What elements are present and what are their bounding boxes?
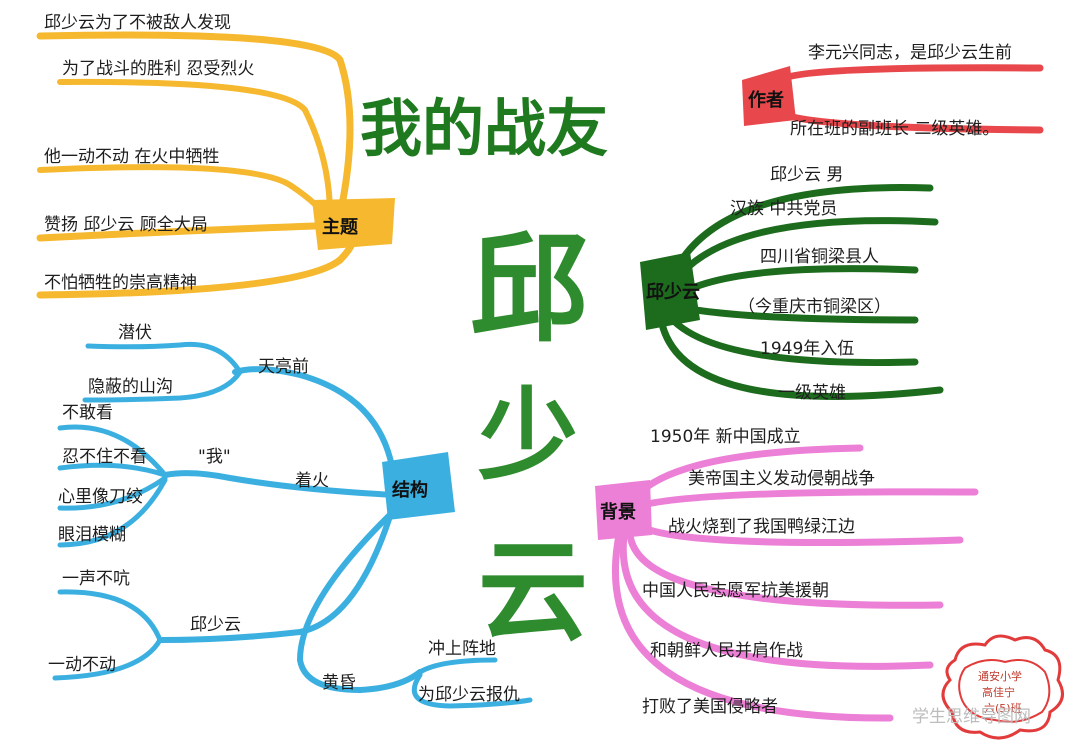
center-name: 邱 少 云 — [470, 219, 588, 656]
theme-item-2: 为了战斗的胜利 忍受烈火 — [62, 59, 254, 79]
structure-line-dawn — [232, 366, 398, 493]
structure-item-mohu: 眼泪模糊 — [58, 525, 126, 545]
theme-line-3 — [37, 164, 333, 225]
profile-hub-label: 邱少云 — [646, 282, 700, 303]
watermark: 学生思维导图网 — [912, 707, 1031, 727]
structure-line-fire — [162, 470, 398, 498]
theme-line-4 — [36, 222, 319, 242]
structure-line-qiu — [157, 497, 398, 643]
structure-line-revenge — [411, 672, 533, 709]
profile-line-3 — [666, 265, 919, 304]
center-name-char-1: 邱 — [470, 219, 588, 358]
structure-item-yisheng: 一声不吭 — [62, 569, 130, 589]
stamp-line-1: 通安小学 — [978, 669, 1022, 683]
structure-item-bugankan: 不敢看 — [62, 403, 113, 423]
author-hub[interactable]: 作者 — [742, 66, 796, 126]
background-item-1: 1950年 新中国成立 — [650, 427, 801, 447]
structure-hub[interactable]: 结构 — [382, 452, 455, 520]
theme-item-5: 不怕牺牲的崇高精神 — [44, 273, 197, 293]
background-line-2 — [626, 488, 979, 514]
background-item-5: 和朝鲜人民并肩作战 — [650, 641, 803, 661]
theme-line-2 — [57, 78, 333, 218]
name-stamp: 通安小学 高佳宁 六(5)班 — [941, 634, 1064, 740]
background-line-5 — [619, 524, 934, 670]
profile-item-4: （今重庆市铜梁区） — [738, 297, 891, 317]
structure-line-yidong — [52, 637, 163, 681]
structure-item-qianfu: 潜伏 — [118, 323, 152, 343]
structure-group-dusk-label: 黄昏 — [322, 673, 356, 693]
structure-line-charge — [417, 657, 498, 675]
structure-hub-highlight — [382, 452, 455, 520]
author-item-2: 所在班的副班长 二级英雄。 — [790, 119, 999, 139]
background-hub-highlight — [595, 480, 652, 540]
stamp-line-3: 六(5)班 — [984, 702, 1022, 715]
structure-group-dawn-label: 天亮前 — [258, 357, 309, 377]
structure-line-yisheng — [57, 589, 163, 643]
stamp-line-2: 高佳宁 — [982, 685, 1015, 699]
background-item-6: 打败了美国侵略者 — [642, 697, 778, 717]
structure-item-charge: 冲上阵地 — [428, 639, 496, 659]
profile-item-6: 一级英雄 — [778, 383, 846, 403]
structure-line-renbuzhu — [57, 462, 168, 478]
structure-line-daojiao — [57, 475, 168, 511]
author-hub-label: 作者 — [748, 89, 784, 111]
structure-line-bugankan — [57, 424, 168, 478]
profile-item-1: 邱少云 男 — [770, 165, 843, 185]
profile-hub-highlight — [640, 252, 700, 330]
structure-line-moyhu — [57, 477, 168, 548]
theme-item-3: 他一动不动 在火中牺牲 — [44, 147, 219, 167]
theme-line-1 — [36, 31, 354, 219]
background-item-3: 战火烧到了我国鸭绿江边 — [668, 517, 855, 537]
structure-item-valley: 隐蔽的山沟 — [88, 377, 173, 397]
structure-line-qianfu — [85, 341, 243, 375]
author-line-1 — [776, 64, 1044, 84]
theme-hub[interactable]: 主题 — [312, 198, 395, 250]
structure-line-valley — [82, 369, 243, 403]
structure-group-fire-label: 着火 — [295, 471, 329, 491]
profile-item-5: 1949年入伍 — [760, 339, 854, 359]
background-line-6 — [612, 526, 894, 722]
structure-line-dusk — [296, 502, 423, 694]
profile-item-2: 汉族 中共党员 — [730, 199, 837, 219]
theme-item-4: 赞扬 邱少云 顾全大局 — [44, 215, 208, 235]
stamp-inner-border — [958, 659, 1051, 723]
structure-item-daojiao: 心里像刀绞 — [58, 487, 143, 507]
profile-item-3: 四川省铜梁县人 — [760, 247, 879, 267]
center-name-char-3: 云 — [478, 527, 588, 656]
theme-branch — [36, 31, 359, 299]
profile-line-6 — [656, 308, 944, 401]
author-hub-highlight — [742, 66, 796, 126]
center-name-char-2: 少 — [478, 376, 578, 494]
profile-hub[interactable]: 邱少云 — [640, 252, 700, 330]
background-hub-label: 背景 — [600, 501, 636, 523]
structure-group-fire-sub: "我" — [198, 447, 231, 467]
background-item-2: 美帝国主义发动侵朝战争 — [688, 469, 875, 489]
page-title: 我的战友 — [360, 92, 608, 165]
structure-branch — [52, 341, 533, 709]
theme-item-1: 邱少云为了不被敌人发现 — [44, 13, 231, 33]
structure-item-revenge: 为邱少云报仇 — [418, 685, 520, 705]
structure-group-qiu-label: 邱少云 — [190, 615, 241, 635]
structure-item-renbuzhu: 忍不住不看 — [62, 447, 147, 467]
theme-hub-highlight — [312, 198, 395, 250]
structure-item-yidong: 一动不动 — [48, 655, 116, 675]
stamp-border — [941, 634, 1064, 740]
author-item-1: 李元兴同志，是邱少云生前 — [808, 43, 1012, 63]
structure-hub-label: 结构 — [392, 479, 428, 501]
background-item-4: 中国人民志愿军抗美援朝 — [642, 581, 829, 601]
theme-hub-label: 主题 — [322, 216, 359, 238]
background-line-4 — [626, 521, 944, 609]
background-hub[interactable]: 背景 — [595, 480, 652, 540]
